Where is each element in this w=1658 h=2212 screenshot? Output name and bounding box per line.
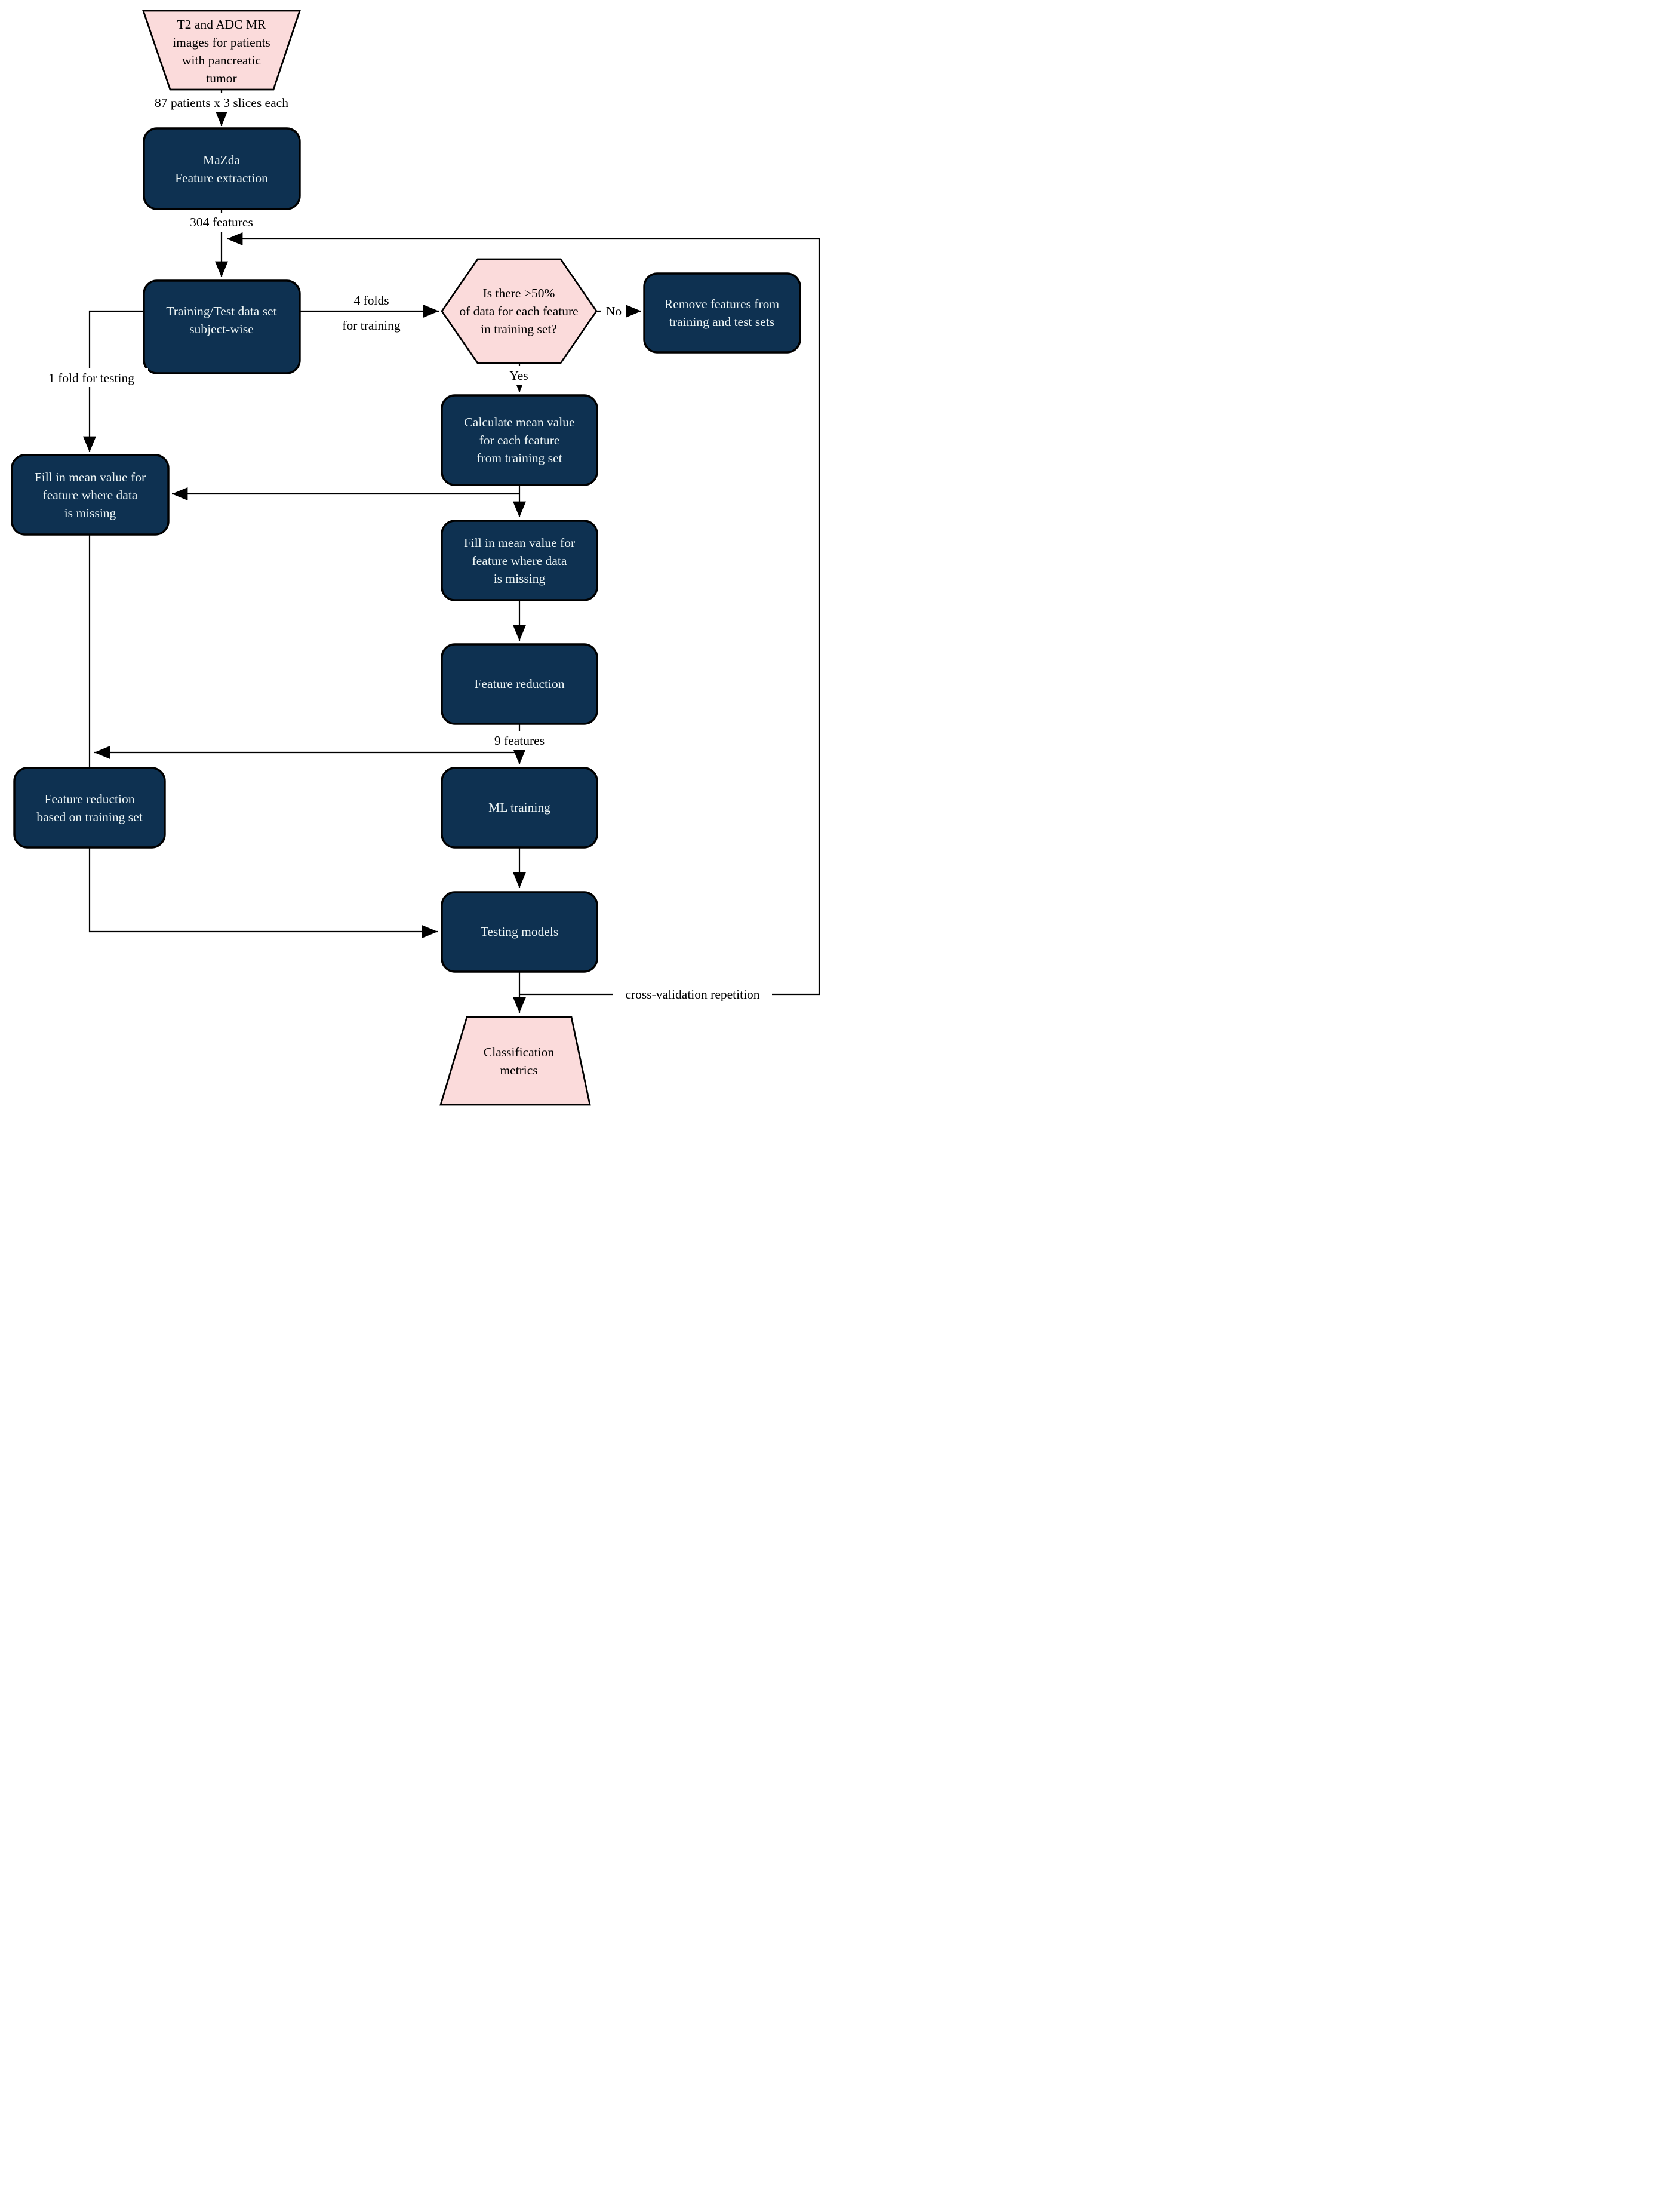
feature-reduction-train-box-shape <box>13 767 166 849</box>
feature-reduction-box-shape <box>441 643 598 725</box>
fold-1-label: 1 fold for testing <box>48 371 134 385</box>
no-label: No <box>606 304 622 318</box>
feature-reduction-train-label-line-1: Feature reduction <box>44 792 134 806</box>
fold-1-label-bg <box>35 368 148 387</box>
node-fill-mean-center: Fill in mean value for feature where dat… <box>441 520 598 601</box>
mazda-box-shape <box>143 127 301 210</box>
input-label-line-1: T2 and ADC MR <box>177 17 266 32</box>
remove-box-shape <box>643 272 801 354</box>
fill-left-box-shape <box>11 454 170 536</box>
node-fill-mean-left: Fill in mean value for feature where dat… <box>11 454 170 536</box>
node-feature-reduction: Feature reduction <box>441 643 598 725</box>
node-classification-metrics: Classification metrics <box>439 1016 591 1106</box>
feature-reduction-train-label-line-2: based on training set <box>36 810 142 824</box>
input-label-line-2: images for patients <box>173 35 270 50</box>
node-input-images: T2 and ADC MR images for patients with p… <box>142 10 301 91</box>
fill-center-label-line-2: feature where data <box>472 554 567 568</box>
node-remove-features: Remove features from training and test s… <box>643 272 801 354</box>
no-label-bg <box>601 302 626 321</box>
fill-center-label-line-3: is missing <box>494 572 546 586</box>
input-trapezoid-shape <box>142 10 301 91</box>
input-label-line-4: tumor <box>206 71 236 85</box>
cv-repetition-label-bg <box>613 985 772 1004</box>
mazda-label-line-2: Feature extraction <box>175 171 268 185</box>
decision-label-line-2: of data for each feature <box>459 304 578 318</box>
fill-left-label-line-2: feature where data <box>43 488 138 502</box>
remove-label-line-1: Remove features from <box>665 297 780 311</box>
mazda-label-line-1: MaZda <box>203 153 241 167</box>
fill-center-label-line-1: Fill in mean value for <box>464 536 575 550</box>
yes-label: Yes <box>509 368 528 383</box>
features-304-label: 304 features <box>190 215 253 229</box>
patients-label: 87 patients x 3 slices each <box>155 96 288 110</box>
metrics-label-line-1: Classification <box>484 1045 554 1059</box>
testing-label-line-1: Testing models <box>481 924 558 939</box>
ml-training-box-shape <box>441 767 598 849</box>
split-label-line-2: subject-wise <box>189 322 253 336</box>
flowchart-page: T2 and ADC MR images for patients with p… <box>0 0 829 1106</box>
folds-4-label-line-2: for training <box>342 318 401 333</box>
node-decision-50pct: Is there >50% of data for each feature i… <box>441 258 598 364</box>
decision-hexagon-shape <box>441 258 598 364</box>
node-train-test-split: Training/Test data set subject-wise <box>143 279 301 374</box>
node-mazda: MaZda Feature extraction <box>143 127 301 210</box>
node-testing-models: Testing models <box>441 891 598 973</box>
fill-center-box-shape <box>441 520 598 601</box>
ml-training-label-line-1: ML training <box>488 800 550 815</box>
fill-left-label-line-1: Fill in mean value for <box>35 470 146 484</box>
edge-split-to-fill-left <box>83 310 144 452</box>
folds-4-label-line-1: 4 folds <box>353 293 389 308</box>
calc-mean-box-shape <box>441 394 598 486</box>
remove-label-line-2: training and test sets <box>669 315 774 329</box>
edge-labels: 87 patients x 3 slices each 304 features… <box>35 93 772 1004</box>
fill-left-label-line-3: is missing <box>64 506 116 520</box>
metrics-label-line-2: metrics <box>500 1063 537 1077</box>
features-9-label: 9 features <box>494 733 545 748</box>
flowchart-canvas: T2 and ADC MR images for patients with p… <box>11 10 820 1106</box>
edge-feature-reduction-train-to-testing <box>88 847 438 938</box>
decision-label-line-3: in training set? <box>481 322 557 336</box>
metrics-trapezoid-shape <box>439 1016 591 1106</box>
node-ml-training: ML training <box>441 767 598 849</box>
split-box-shape <box>143 279 301 374</box>
calc-mean-label-line-1: Calculate mean value <box>464 415 574 429</box>
yes-label-bg <box>505 366 534 385</box>
features-9-label-bg <box>488 731 551 750</box>
calc-mean-label-line-3: from training set <box>476 451 562 465</box>
patients-label-bg <box>141 93 302 112</box>
input-label-line-3: with pancreatic <box>182 53 261 67</box>
cv-repetition-label: cross-validation repetition <box>625 987 759 1001</box>
split-label-line-1: Training/Test data set <box>166 304 276 318</box>
features-304-label-bg <box>182 213 261 232</box>
decision-label-line-1: Is there >50% <box>483 286 555 300</box>
node-calculate-mean: Calculate mean value for each feature fr… <box>441 394 598 486</box>
feature-reduction-label-line-1: Feature reduction <box>474 677 564 691</box>
node-feature-reduction-train: Feature reduction based on training set <box>13 767 166 849</box>
testing-box-shape <box>441 891 598 973</box>
calc-mean-label-line-2: for each feature <box>479 433 560 447</box>
